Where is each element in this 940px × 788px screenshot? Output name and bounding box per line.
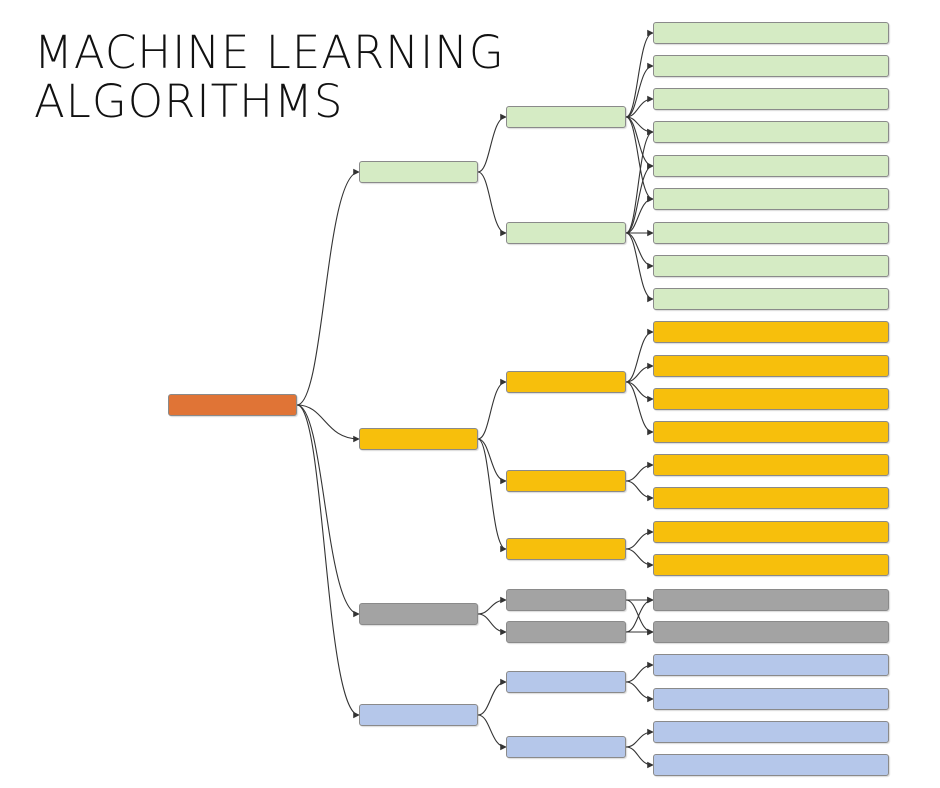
leaf-learn-the-model xyxy=(653,721,889,743)
node-supervised-regression xyxy=(506,222,626,244)
node-reinforcement-model-free xyxy=(506,671,626,693)
leaf-principal-component-analysis xyxy=(653,388,889,410)
node-machine-learning xyxy=(168,394,297,416)
edge-regression-to-multivariate-regression xyxy=(625,232,654,270)
edge-root-to-supervised xyxy=(296,168,360,406)
edge-model-free-to-q-learning xyxy=(625,681,654,703)
edge-regression-to-self-training xyxy=(625,596,654,633)
edge-unsupervised-to-association xyxy=(477,438,507,485)
leaf-self-training xyxy=(653,589,889,611)
page-title: MACHINE LEARNING ALGORITHMS xyxy=(34,26,505,128)
edge-association-to-frequent-pattern-growth xyxy=(625,461,654,482)
edge-regression-to-support-vector-machine-svm xyxy=(625,162,654,234)
leaf-na-ve-bayes xyxy=(653,22,889,44)
leaf-policy-optimization xyxy=(653,654,889,676)
node-reinforcement xyxy=(359,704,478,726)
edge-reinforcement-to-model-free xyxy=(477,678,507,716)
edge-unsupervised-to-anomaly-detection xyxy=(477,438,507,553)
edge-clustering-to-independent-component-analysis xyxy=(625,381,654,436)
edge-supervised-to-regression xyxy=(477,171,507,237)
edge-supervised-to-classification xyxy=(477,113,507,173)
edge-classification-to-na-ve-bayes xyxy=(625,29,654,118)
edge-reinforcement-to-model-based xyxy=(477,714,507,751)
edge-classification-to-logistic-regression xyxy=(625,62,654,118)
edge-unsupervised-to-clustering xyxy=(477,378,507,440)
edge-root-to-unsupervised xyxy=(296,404,360,443)
edge-semi-supervised-to-classification xyxy=(477,596,507,615)
leaf-independent-component-analysis xyxy=(653,421,889,443)
leaf-random-forest xyxy=(653,121,889,143)
edge-anomaly-detection-to-isolation-forest-algorithm xyxy=(625,548,654,569)
edge-clustering-to-dbscan-algorithm xyxy=(625,362,654,383)
node-supervised-classification xyxy=(506,106,626,128)
node-unsupervised xyxy=(359,428,478,450)
leaf-isolation-forest-algorithm xyxy=(653,554,889,576)
leaf-multivariate-regression xyxy=(653,255,889,277)
edge-model-based-to-learn-the-model xyxy=(625,728,654,748)
leaf-given-the-model xyxy=(653,754,889,776)
leaf-frequent-pattern-growth xyxy=(653,454,889,476)
leaf-co-training xyxy=(653,621,889,643)
node-supervised xyxy=(359,161,478,183)
edge-clustering-to-k-means-clustering xyxy=(625,328,654,383)
edge-regression-to-lasso-regression xyxy=(625,232,654,303)
edge-semi-supervised-to-regression xyxy=(477,613,507,636)
edge-classification-to-decision-tree xyxy=(625,116,654,203)
edge-root-to-reinforcement xyxy=(296,404,360,719)
edge-model-free-to-policy-optimization xyxy=(625,661,654,683)
node-semi-supervised-classification xyxy=(506,589,626,611)
edge-regression-to-decision-tree xyxy=(625,195,654,234)
edge-anomaly-detection-to-z-score-algorithm xyxy=(625,528,654,550)
leaf-decision-tree xyxy=(653,188,889,210)
leaf-simple-linear-regression xyxy=(653,222,889,244)
leaf-q-learning xyxy=(653,688,889,710)
edge-classification-to-support-vector-machine-svm xyxy=(625,116,654,170)
node-unsupervised-clustering xyxy=(506,371,626,393)
edge-classification-to-k-nearest-neighbor-knn xyxy=(625,95,654,118)
leaf-z-score-algorithm xyxy=(653,521,889,543)
leaf-support-vector-machine-svm xyxy=(653,155,889,177)
edge-model-based-to-given-the-model xyxy=(625,746,654,769)
edge-root-to-semi-supervised xyxy=(296,404,360,618)
node-unsupervised-association xyxy=(506,470,626,492)
node-reinforcement-model-based xyxy=(506,736,626,758)
leaf-apriori-algorithm xyxy=(653,487,889,509)
node-unsupervised-anomaly-detection xyxy=(506,538,626,560)
edge-association-to-apriori-algorithm xyxy=(625,480,654,502)
node-semi-supervised-regression xyxy=(506,621,626,643)
leaf-k-nearest-neighbor-knn xyxy=(653,88,889,110)
leaf-lasso-regression xyxy=(653,288,889,310)
leaf-k-means-clustering xyxy=(653,321,889,343)
leaf-logistic-regression xyxy=(653,55,889,77)
edge-classification-to-co-training xyxy=(625,599,654,636)
leaf-dbscan-algorithm xyxy=(653,355,889,377)
edge-regression-to-random-forest xyxy=(625,128,654,234)
node-semi-supervised xyxy=(359,603,478,625)
